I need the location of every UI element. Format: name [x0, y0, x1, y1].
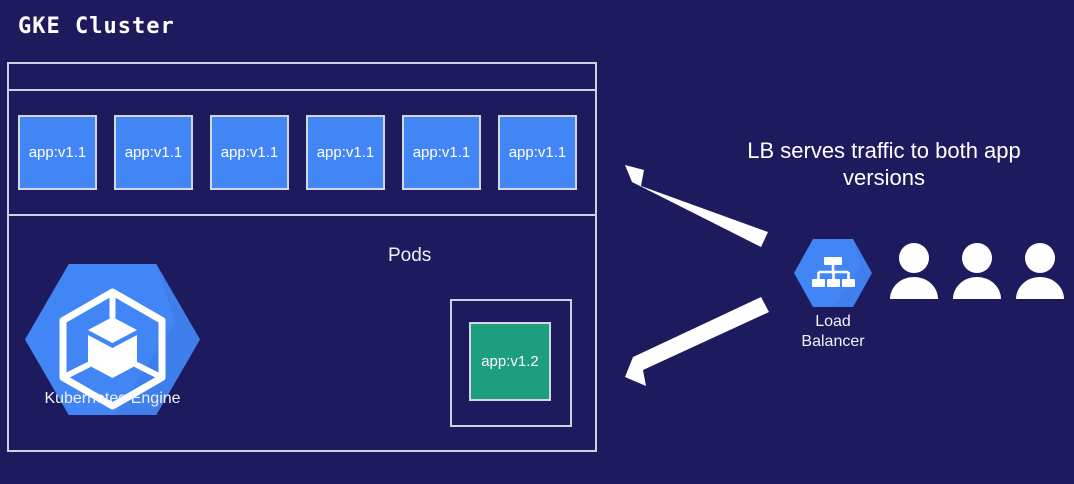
lb-caption-line2: versions — [843, 164, 925, 190]
pod-box-v1-1[interactable]: app:v1.1 — [402, 115, 481, 190]
arrow-lb-to-pod-v1-2 — [625, 297, 769, 386]
pod-box-v1-1[interactable]: app:v1.1 — [18, 115, 97, 190]
cluster-header-bar — [9, 64, 595, 91]
gke-cluster-container — [7, 62, 597, 452]
users-group — [888, 243, 1068, 299]
pods-row-container — [9, 91, 595, 216]
pod-box-v1-1[interactable]: app:v1.1 — [210, 115, 289, 190]
kubernetes-engine-hexagon-icon — [25, 262, 200, 417]
lb-caption-line1: LB serves traffic to both app — [747, 138, 1021, 163]
user-icon — [1016, 243, 1064, 299]
load-balancer-label-line2: Balancer — [801, 333, 865, 350]
pod-box-v1-2[interactable]: app:v1.2 — [469, 322, 551, 401]
traffic-arrows — [625, 165, 769, 386]
page-title: GKE Cluster — [18, 14, 175, 39]
load-balancer-hexagon-icon — [793, 238, 873, 308]
user-icon — [890, 243, 938, 299]
load-balancer-label: Load Balancer — [773, 312, 893, 352]
lb-caption: LB serves traffic to both app versions — [706, 138, 1062, 192]
pods-label: Pods — [388, 245, 432, 266]
pod-box-v1-1[interactable]: app:v1.1 — [114, 115, 193, 190]
arrow-lb-to-pods-v1-1 — [625, 165, 768, 247]
pod-box-v1-1[interactable]: app:v1.1 — [498, 115, 577, 190]
pod-box-v1-1[interactable]: app:v1.1 — [306, 115, 385, 190]
kubernetes-engine-label: Kubernetes Engine — [44, 390, 181, 407]
load-balancer-label-line1: Load — [815, 313, 851, 330]
pod-group-container-v1-2 — [450, 299, 572, 427]
user-icon — [953, 243, 1001, 299]
